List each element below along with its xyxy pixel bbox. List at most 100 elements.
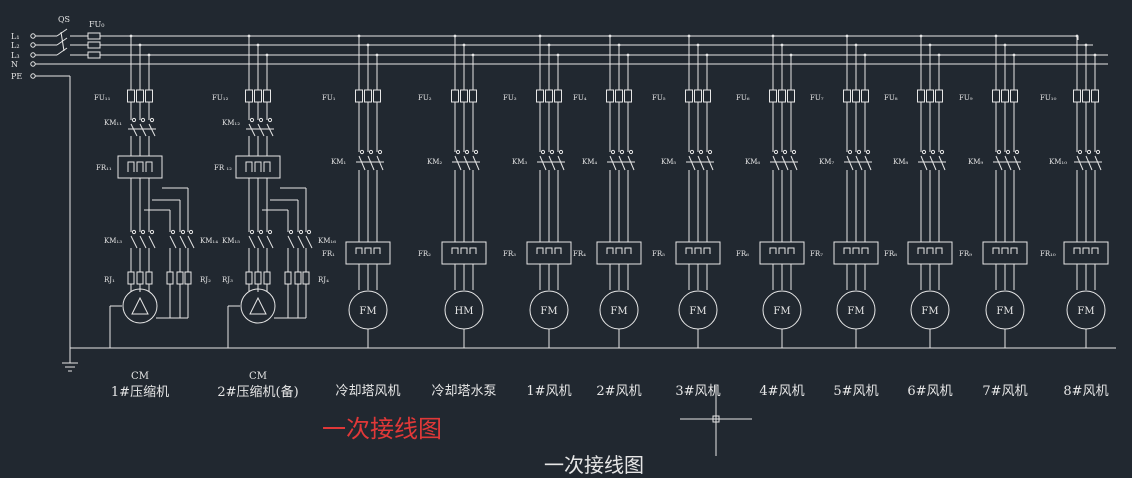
contact-blade <box>266 123 274 137</box>
contact-blade <box>148 235 156 249</box>
branch-caption: 1#压缩机 <box>111 384 169 400</box>
fuse <box>694 89 702 103</box>
crosshair-box <box>712 415 720 423</box>
junction-dot <box>1075 34 1079 38</box>
junction-dot <box>626 53 630 57</box>
contact-blade <box>548 155 556 171</box>
relay-element <box>1010 247 1018 254</box>
contact-terminal <box>131 229 137 235</box>
motor-label: CM <box>249 371 267 382</box>
motor-label: FM <box>359 306 376 317</box>
fuse <box>145 89 153 103</box>
contact-blade <box>929 155 937 171</box>
contact-blade <box>557 155 565 171</box>
fuse <box>861 89 869 103</box>
contact-terminal <box>288 229 294 235</box>
junction-dot <box>687 34 691 38</box>
thermal-relay <box>833 241 879 265</box>
contact-terminal <box>149 229 155 235</box>
resistor <box>254 271 262 285</box>
resistor <box>176 271 184 285</box>
branch-caption: 冷却塔风机 <box>335 384 400 399</box>
branch-caption: 2#压缩机(备) <box>217 384 298 400</box>
fuse <box>703 89 711 103</box>
relay-label: FR₅ <box>652 250 665 258</box>
contact-blade <box>463 155 471 171</box>
contact-blade <box>772 155 780 171</box>
contact-terminal <box>619 149 625 155</box>
contact-blade <box>297 235 305 249</box>
junction-dot <box>538 34 542 38</box>
relay-element <box>926 247 934 254</box>
motor-label: FM <box>847 306 864 317</box>
contact-blade <box>781 155 789 171</box>
contact-terminal <box>267 229 273 235</box>
relay-element <box>861 247 869 254</box>
fuse-label: FU₁₀ <box>1040 94 1057 102</box>
fuse <box>935 89 943 103</box>
relay-label: FR₈ <box>884 250 897 258</box>
contact-terminal <box>856 149 862 155</box>
relay-element <box>136 161 144 172</box>
contact-terminal <box>549 149 555 155</box>
contactor-label: KM₈ <box>893 158 908 166</box>
contact-terminal <box>540 149 546 155</box>
contact-blade <box>539 155 547 171</box>
fuse <box>254 89 262 103</box>
contactor-label: KM₁₆ <box>318 237 336 245</box>
junction-dot <box>147 53 151 57</box>
thermal-relay <box>526 241 572 265</box>
fuse-label: FU₁₁ <box>94 94 111 102</box>
contact-blade <box>266 235 274 249</box>
fuse <box>545 89 553 103</box>
fuse <box>263 89 271 103</box>
contact-terminal <box>188 229 194 235</box>
relay-element <box>460 247 468 254</box>
junction-dot <box>919 34 923 38</box>
resistor-label: RJ₁ <box>104 276 115 284</box>
motor-label: FM <box>996 306 1013 317</box>
bus-terminal <box>30 61 36 67</box>
diagram-title-red: 一次接线图 <box>322 415 442 443</box>
thermal-relay <box>907 241 953 265</box>
cad-crosshair-cursor <box>680 386 752 456</box>
relay-label: FR₆ <box>736 250 749 258</box>
junction-dot <box>854 43 858 47</box>
motor-label: FM <box>540 306 557 317</box>
fuse-label: FU₈ <box>884 94 898 102</box>
relay-element <box>364 247 372 254</box>
contact-blade <box>305 235 313 249</box>
junction-dot <box>780 43 784 47</box>
fuse <box>615 89 623 103</box>
bus-label: L₂ <box>11 41 20 50</box>
contact-terminal <box>930 149 936 155</box>
contactor-label: KM₁₄ <box>200 237 218 245</box>
thermal-relay <box>675 241 721 265</box>
branch-caption: 2#风机 <box>596 384 641 399</box>
contact-terminal <box>847 149 853 155</box>
resistor <box>166 271 174 285</box>
fuse <box>451 89 459 103</box>
junction-dot <box>937 53 941 57</box>
fuse-element <box>87 41 101 49</box>
contact-blade <box>358 155 366 171</box>
junction-dot <box>1093 53 1097 57</box>
fuse <box>1073 89 1081 103</box>
junction-dot <box>357 34 361 38</box>
contact-terminal <box>698 149 704 155</box>
relay-label: FR₃ <box>503 250 516 258</box>
contact-blade <box>627 155 635 171</box>
contact-terminal <box>306 229 312 235</box>
contactor-label: KM₁₂ <box>222 119 240 127</box>
relay-element <box>852 247 860 254</box>
contact-terminal <box>249 117 255 123</box>
junction-dot <box>471 53 475 57</box>
resistor-label: RJ₄ <box>318 276 329 284</box>
fuse <box>917 89 925 103</box>
contact-terminal <box>267 117 273 123</box>
branch-caption: 6#风机 <box>907 384 952 399</box>
junction-dot <box>375 53 379 57</box>
